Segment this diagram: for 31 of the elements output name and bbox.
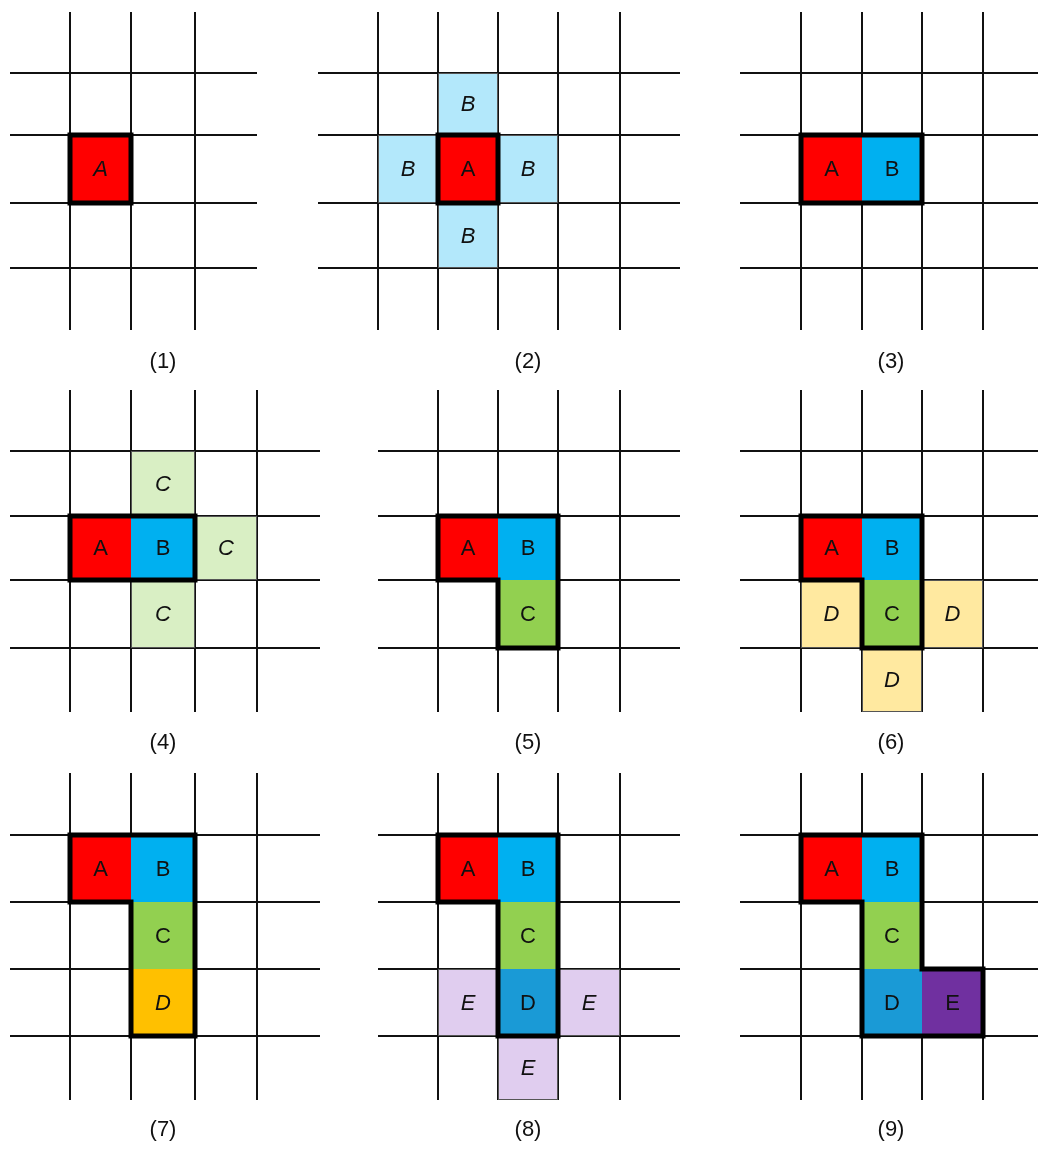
- letter-tile: B: [498, 835, 558, 902]
- letter-tile: B: [862, 516, 922, 580]
- letter-tile: E: [498, 1036, 558, 1100]
- letter-tile: D: [801, 580, 862, 648]
- letter-tile: B: [498, 516, 558, 580]
- letter-tile: B: [438, 203, 498, 268]
- step-label: (7): [149, 1116, 177, 1142]
- letter-tile: B: [131, 835, 195, 902]
- letter-tile: B: [498, 135, 558, 203]
- letter-tile: C: [131, 451, 195, 516]
- letter-tile: E: [438, 969, 498, 1036]
- step-label: (1): [149, 348, 177, 374]
- step-label: (8): [514, 1116, 542, 1142]
- letter-tile: C: [498, 902, 558, 969]
- step-label: (4): [149, 729, 177, 755]
- letter-tile: D: [862, 648, 922, 712]
- letter-tile: E: [558, 969, 620, 1036]
- letter-tile: B: [378, 135, 438, 203]
- letter-tile: D: [922, 580, 983, 648]
- step-label: (3): [877, 348, 905, 374]
- letter-tile: C: [195, 516, 257, 580]
- letter-tile: C: [862, 902, 922, 969]
- letter-tile: D: [862, 969, 922, 1036]
- step-label: (5): [514, 729, 542, 755]
- letter-tile: C: [131, 902, 195, 969]
- step-label: (6): [877, 729, 905, 755]
- letter-tile: B: [862, 835, 922, 902]
- step-label: (9): [877, 1116, 905, 1142]
- letter-tile: B: [438, 73, 498, 135]
- step-label: (2): [514, 348, 542, 374]
- letter-tile: C: [131, 580, 195, 648]
